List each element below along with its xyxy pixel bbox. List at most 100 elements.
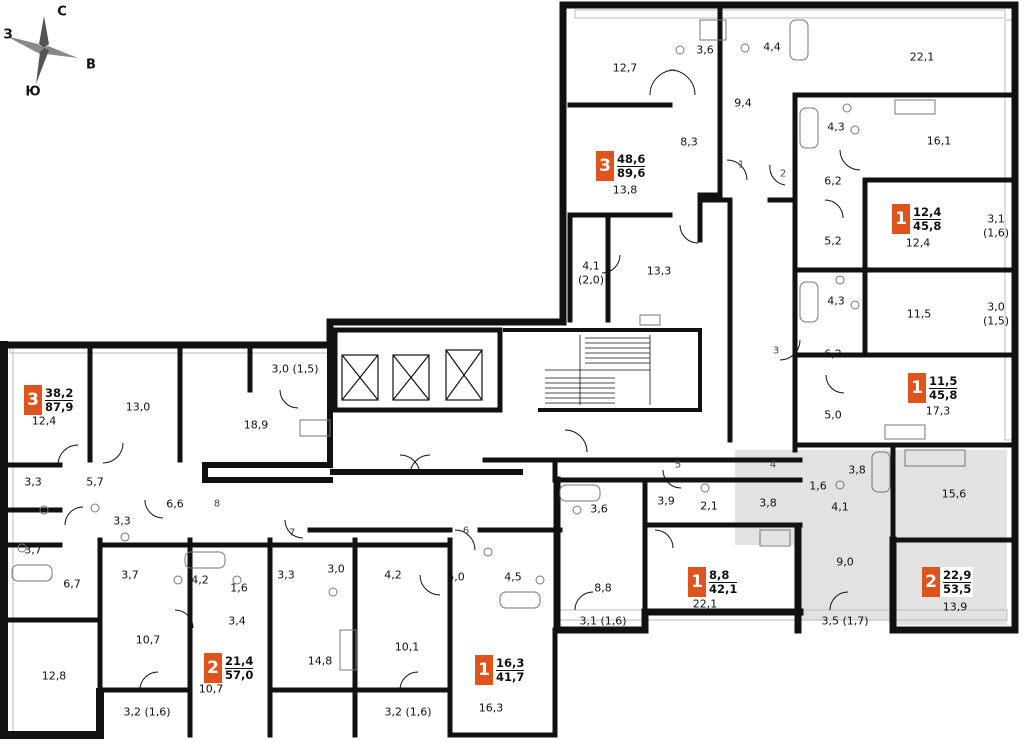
door-swings: [57, 69, 861, 691]
room-area-label: 8,3: [680, 135, 698, 149]
room-area-label: 17,3: [925, 404, 951, 418]
room-area-label: 15,6: [941, 487, 967, 501]
room-area-label: 3,1 (1,6): [579, 614, 627, 628]
apartment-living-area: 48,6: [617, 151, 646, 167]
room-area-label: 1,6: [230, 581, 248, 595]
room-area-label: 13,3: [646, 264, 672, 278]
compass-south-label: Ю: [25, 84, 41, 100]
room-area-label: 11,5: [906, 307, 932, 321]
room-area-label: 13,8: [612, 183, 638, 197]
room-area-label: 10,7: [198, 682, 224, 696]
room-area-label: 3,4: [228, 614, 246, 628]
compass-north-label: С: [57, 4, 67, 20]
elevators: [341, 349, 483, 401]
entrance-number-label: 1: [737, 159, 745, 171]
room-area-label: 4,1: [582, 259, 600, 273]
room-area-label: 12,7: [612, 61, 638, 75]
room-area-label: 5,7: [86, 475, 104, 489]
room-area-label: 22,1: [692, 597, 718, 611]
room-area-label: 3,9: [657, 494, 675, 508]
entrance-number-label: 6: [462, 525, 470, 537]
room-area-label: 4,4: [763, 40, 781, 54]
room-area-label: 3,6: [590, 502, 608, 516]
room-area-label: 3,6: [696, 43, 714, 57]
compass-east-label: В: [86, 57, 96, 73]
room-area-label: 6,7: [63, 577, 81, 591]
room-area-label: 13,9: [942, 600, 968, 614]
room-area-label: 13,0: [125, 400, 151, 414]
room-area-label: 5,0: [447, 570, 465, 584]
apartment-total-area: 41,7: [496, 669, 525, 684]
apartment-rooms-count: 2: [922, 567, 940, 597]
room-area-label: 4,5: [504, 570, 522, 584]
room-area-label: 3,5 (1,7): [821, 614, 869, 628]
apartment-rooms-count: 1: [475, 655, 493, 685]
room-area-label: 3,7: [24, 543, 42, 557]
apartment-living-area: 16,3: [496, 655, 525, 671]
apartment-total-area: 45,8: [929, 387, 958, 402]
room-area-label: (2,0): [577, 273, 605, 287]
apartment-living-area: 21,4: [225, 653, 254, 669]
room-area-label: 3,3: [113, 514, 131, 528]
apartment-living-area: 38,2: [45, 385, 74, 401]
entrance-number-label: 8: [213, 498, 221, 510]
apartment-rooms-count: 1: [688, 567, 706, 597]
room-area-label: 3,7: [121, 568, 139, 582]
room-area-label: 3,2 (1,6): [384, 705, 432, 719]
room-area-label: 6,6: [166, 497, 184, 511]
bathroom-fixtures: [11, 19, 966, 671]
compass-west-label: З: [3, 27, 13, 43]
compass-rose-icon: [6, 16, 78, 84]
room-area-label: 3,3: [277, 568, 295, 582]
room-area-label: 22,1: [909, 50, 935, 64]
room-area-label: 12,4: [905, 236, 931, 250]
room-area-label: 4,3: [827, 294, 845, 308]
room-area-label: 6,2: [824, 174, 842, 188]
entrance-number-label: 2: [779, 168, 787, 180]
entrance-number-label: 4: [769, 459, 777, 471]
room-area-label: 3,0 (1,5): [271, 362, 319, 376]
room-area-label: 6,2: [824, 347, 842, 361]
apartment-living-area: 11,5: [929, 373, 958, 389]
apartment-rooms-count: 1: [892, 204, 910, 234]
apartment-total-area: 45,8: [913, 218, 942, 233]
staircase: [545, 335, 651, 405]
room-area-label: 3,3: [24, 475, 42, 489]
room-area-label: 12,8: [41, 669, 67, 683]
room-area-label: 4,1: [831, 500, 849, 514]
apartment-total-area: 89,6: [617, 165, 646, 180]
room-area-label: 4,2: [384, 568, 402, 582]
apartment-rooms-count: 3: [596, 151, 614, 181]
entrance-number-label: 5: [674, 459, 682, 471]
apartment-total-area: 53,5: [943, 581, 972, 596]
room-area-label: 8,8: [594, 581, 612, 595]
room-area-label: (1,5): [982, 314, 1010, 328]
room-area-label: 3,0: [327, 562, 345, 576]
room-area-label: 12,4: [31, 414, 57, 428]
room-area-label: 9,0: [836, 555, 854, 569]
room-area-label: 9,4: [734, 96, 752, 110]
room-area-label: 4,2: [191, 573, 209, 587]
entrance-number-label: 3: [772, 345, 780, 357]
room-area-label: 3,8: [848, 463, 866, 477]
apartment-living-area: 22,9: [943, 567, 972, 583]
room-area-label: 18,9: [243, 418, 269, 432]
room-area-label: 10,7: [135, 633, 161, 647]
